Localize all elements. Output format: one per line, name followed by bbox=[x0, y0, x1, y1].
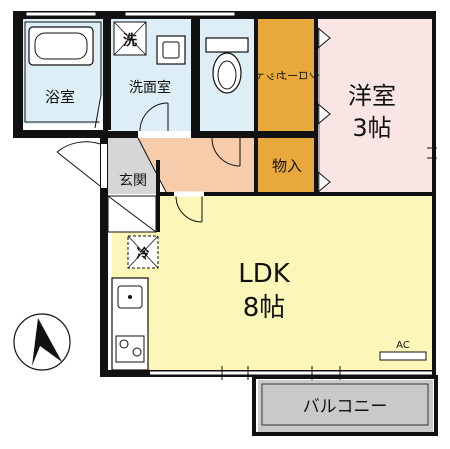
wall-ldk-top bbox=[158, 192, 433, 196]
wall-bath-wash bbox=[103, 19, 111, 130]
bath-inner-frame bbox=[24, 21, 102, 123]
western-room-floor bbox=[316, 19, 433, 192]
closet-door-marker-1 bbox=[317, 26, 331, 50]
ldk-door-swing bbox=[175, 195, 203, 223]
wall-left-upper bbox=[13, 11, 23, 138]
ac-unit bbox=[379, 351, 427, 361]
vent-top bbox=[124, 11, 236, 17]
western-room-label: 洋室 bbox=[348, 82, 396, 110]
bathtub bbox=[28, 26, 94, 66]
stove-burner-1 bbox=[119, 339, 129, 349]
washer-cross-b bbox=[113, 21, 147, 56]
entrance-door-leaf bbox=[56, 151, 101, 187]
toilet-seat bbox=[217, 60, 237, 90]
washroom-door-swing bbox=[139, 102, 169, 132]
storage-door-marker bbox=[317, 170, 331, 194]
bath-label: 浴室 bbox=[45, 88, 75, 106]
western-room-size: 3帖 bbox=[352, 114, 391, 142]
toilet-tank bbox=[205, 37, 249, 53]
entrance-door-swing bbox=[56, 141, 101, 153]
wall-closet-western bbox=[314, 19, 318, 196]
wall-left-lower bbox=[100, 130, 108, 375]
wall-entrance-right bbox=[156, 160, 160, 232]
stove-top bbox=[115, 335, 145, 363]
storage-label: 物入 bbox=[272, 157, 302, 175]
washroom-label: 洗面室 bbox=[129, 79, 171, 96]
balcony-label: バルコニー bbox=[303, 397, 388, 417]
wall-toilet-bottom bbox=[200, 131, 254, 138]
balcony-floor bbox=[258, 380, 433, 432]
wall-closet-bottom bbox=[254, 131, 318, 138]
entrance-label: 玄関 bbox=[119, 172, 147, 189]
shoe-cabinet-diagonal bbox=[107, 195, 157, 233]
hall-step-line bbox=[137, 137, 167, 193]
ac-label: AC bbox=[396, 340, 410, 351]
toilet-bowl bbox=[212, 52, 242, 94]
wall-right bbox=[432, 11, 436, 377]
toilet-door-swing bbox=[211, 137, 241, 167]
window-top bbox=[25, 11, 97, 17]
closet-door-marker-2 bbox=[317, 102, 331, 126]
kitchen-counter bbox=[111, 277, 149, 371]
wall-toilet-closet bbox=[254, 19, 258, 196]
closet-floor bbox=[258, 19, 316, 131]
kitchen-sink bbox=[117, 285, 143, 309]
wash-basin bbox=[156, 35, 186, 65]
bath-door-swing bbox=[94, 94, 102, 129]
north-arrow-icon bbox=[32, 318, 62, 366]
wall-wash-bottom bbox=[106, 131, 138, 138]
hall-floor bbox=[138, 138, 254, 192]
closet-label: クローゼット bbox=[254, 69, 320, 82]
balcony-inner bbox=[261, 383, 429, 426]
ldk-floor bbox=[112, 196, 433, 370]
stove-burner-2 bbox=[132, 347, 142, 357]
balcony-frame bbox=[252, 375, 438, 436]
wash-basin-bowl bbox=[162, 41, 180, 59]
fridge-cross-b bbox=[127, 235, 159, 269]
washer-label: 洗 bbox=[123, 32, 137, 49]
wall-wash-toilet bbox=[191, 19, 200, 138]
ldk-label: LDK bbox=[238, 259, 291, 289]
storage-floor bbox=[258, 138, 316, 192]
ldk-size: 8帖 bbox=[243, 293, 286, 323]
fridge-label: 冷 bbox=[136, 246, 149, 262]
sink-drain bbox=[128, 295, 132, 299]
bathtub-inner bbox=[34, 32, 88, 60]
wall-bath-bottom bbox=[13, 130, 106, 138]
